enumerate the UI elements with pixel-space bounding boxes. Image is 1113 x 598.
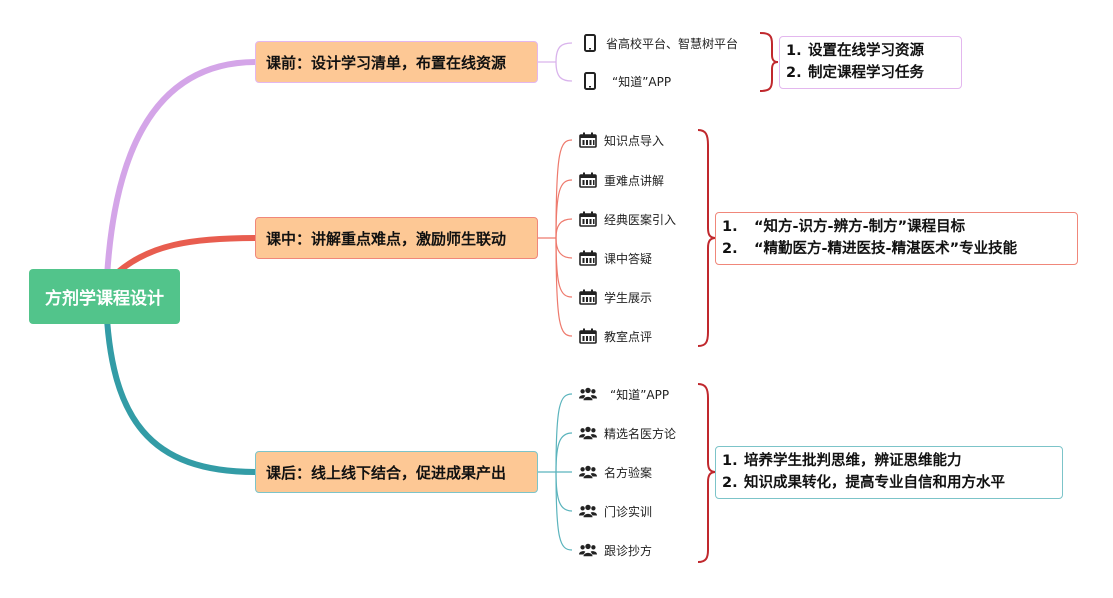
summary-box-during: 1.“知方-识方-辨方-制方”课程目标 2.“精勤医方-精进医技-精湛医术”专业…: [715, 212, 1078, 265]
summary-line: 1.设置在线学习资源: [786, 43, 924, 59]
brace-before: [759, 32, 779, 92]
branch-line-after: [103, 299, 257, 475]
main-node-label: 课中：讲解重点难点，激励师生联动: [266, 229, 507, 248]
leaf-label: 知识点导入: [604, 133, 665, 148]
leaf-label: 省高校平台、智慧树平台: [606, 36, 739, 51]
leaf-item[interactable]: “知道”APP: [579, 384, 669, 404]
group-icon: [579, 385, 597, 403]
calendar-icon: [579, 249, 597, 267]
main-node-after-class[interactable]: 课后：线上线下结合，促进成果产出: [255, 451, 538, 493]
brace-after: [697, 383, 717, 563]
leaf-label: “知道”APP: [610, 387, 670, 402]
leaf-label: 名方验案: [604, 465, 653, 480]
summary-line: 2.“精勤医方-精进医技-精湛医术”专业技能: [722, 241, 1018, 257]
leaf-label: 精选名医方论: [604, 426, 677, 441]
summary-line: 1.“知方-识方-辨方-制方”课程目标: [722, 219, 966, 235]
leaf-label: 课中答疑: [604, 251, 653, 266]
leaf-item[interactable]: 精选名医方论: [579, 423, 676, 443]
calendar-icon: [579, 288, 597, 306]
leaf-label: 门诊实训: [604, 504, 653, 519]
main-node-in-class[interactable]: 课中：讲解重点难点，激励师生联动: [255, 217, 538, 259]
leaf-item[interactable]: 课中答疑: [579, 248, 652, 268]
summary-line: 2.制定课程学习任务: [786, 65, 924, 81]
leaf-label: “知道”APP: [612, 74, 672, 89]
group-icon: [579, 424, 597, 442]
root-label: 方剂学课程设计: [45, 289, 164, 309]
sub-connectors-during: [538, 139, 573, 337]
leaf-item[interactable]: 门诊实训: [579, 501, 652, 521]
calendar-icon: [579, 131, 597, 149]
calendar-icon: [579, 327, 597, 345]
group-icon: [579, 541, 597, 559]
main-node-before-class[interactable]: 课前：设计学习清单，布置在线资源: [255, 41, 538, 83]
brace-during: [697, 129, 717, 347]
leaf-item[interactable]: 经典医案引入: [579, 209, 676, 229]
branch-line-before: [103, 59, 257, 301]
leaf-label: 跟诊抄方: [604, 543, 653, 558]
leaf-label: 学生展示: [604, 290, 653, 305]
calendar-icon: [579, 210, 597, 228]
main-node-label: 课前：设计学习清单，布置在线资源: [266, 53, 507, 72]
leaf-item[interactable]: 重难点讲解: [579, 170, 664, 190]
sub-connectors-before: [538, 42, 573, 82]
mobile-phone-icon: [581, 72, 599, 90]
leaf-item[interactable]: 学生展示: [579, 287, 652, 307]
leaf-label: 教室点评: [604, 329, 653, 344]
summary-box-after: 1.培养学生批判思维，辨证思维能力 2.知识成果转化，提高专业自信和用方水平: [715, 446, 1063, 499]
root-node[interactable]: 方剂学课程设计: [29, 269, 180, 324]
group-icon: [579, 463, 597, 481]
leaf-item[interactable]: “知道”APP: [581, 71, 671, 91]
leaf-item[interactable]: 教室点评: [579, 326, 652, 346]
leaf-label: 重难点讲解: [604, 173, 665, 188]
leaf-label: 经典医案引入: [604, 212, 677, 227]
branch-line-during: [116, 235, 257, 275]
calendar-icon: [579, 171, 597, 189]
leaf-item[interactable]: 名方验案: [579, 462, 652, 482]
sub-connectors-after: [538, 393, 573, 551]
mobile-phone-icon: [581, 34, 599, 52]
main-node-label: 课后：线上线下结合，促进成果产出: [266, 463, 507, 482]
group-icon: [579, 502, 597, 520]
summary-box-before: 1.设置在线学习资源 2.制定课程学习任务: [779, 36, 962, 89]
summary-line: 2.知识成果转化，提高专业自信和用方水平: [722, 475, 1005, 491]
leaf-item[interactable]: 省高校平台、智慧树平台: [581, 33, 738, 53]
leaf-item[interactable]: 知识点导入: [579, 130, 664, 150]
summary-line: 1.培养学生批判思维，辨证思维能力: [722, 453, 962, 469]
leaf-item[interactable]: 跟诊抄方: [579, 540, 652, 560]
